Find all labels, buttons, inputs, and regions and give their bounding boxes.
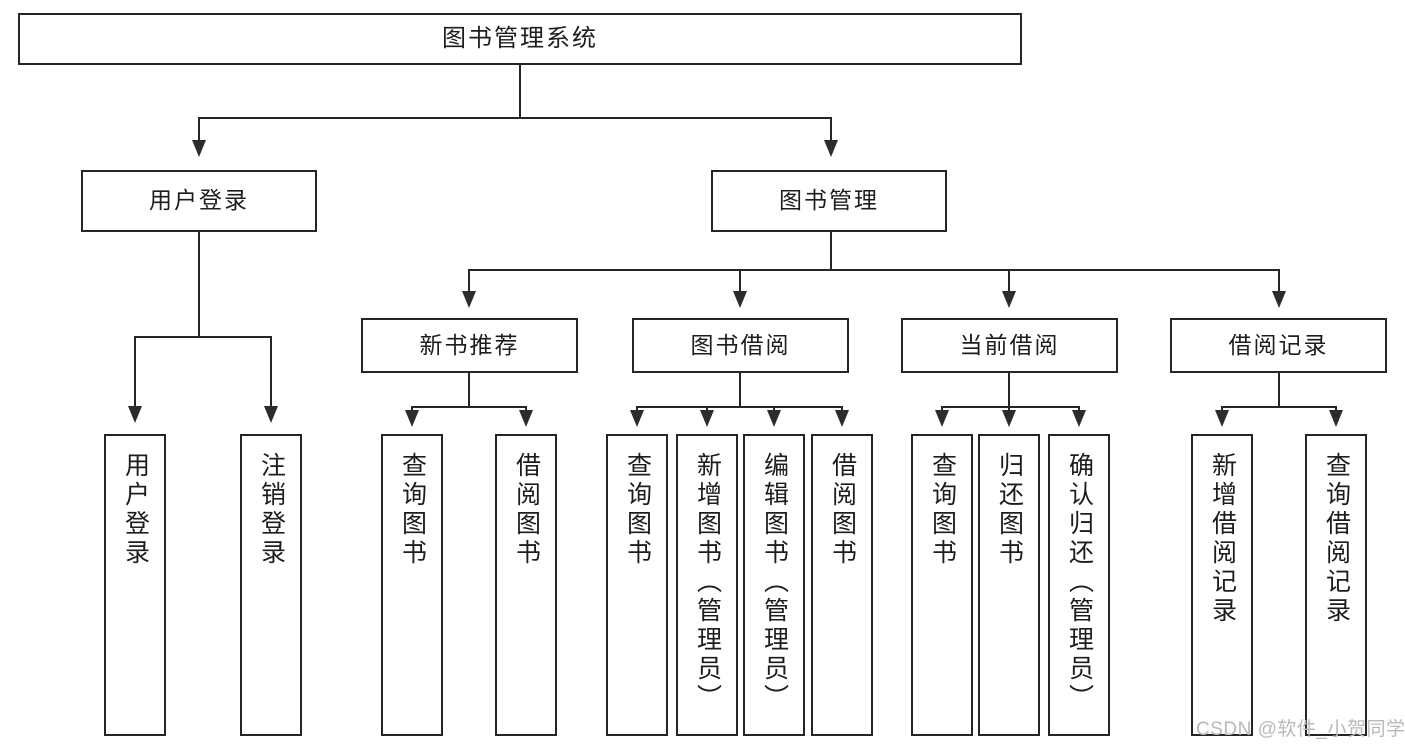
node-book-manage[interactable]: 图书管理	[711, 170, 947, 232]
leaf-query-borrow-record[interactable]: 查询借阅记录	[1305, 434, 1367, 736]
node-label: 查询图书	[398, 452, 427, 568]
node-user-login[interactable]: 用户登录	[81, 170, 317, 232]
edge-book-manage-drop-1	[739, 269, 741, 295]
node-label: 查询借阅记录	[1322, 452, 1351, 626]
edge-book-manage-drop-2	[1008, 269, 1010, 295]
edge-user-login-drop-1	[270, 336, 272, 410]
leaf-add-book-admin[interactable]: 新增图书（管理员）	[676, 434, 738, 736]
leaf-query-book-borrow[interactable]: 查询图书	[606, 434, 668, 736]
node-label: 图书管理	[779, 187, 879, 214]
edge-root-drop-left	[198, 117, 200, 144]
edge-root-drop-right	[830, 117, 832, 144]
arrow-to-leaf-query-book-2	[630, 410, 644, 427]
node-label: 注销登录	[257, 452, 286, 568]
edge-book-manage-drop-3	[1278, 269, 1280, 295]
arrow-to-leaf-confirm-return	[1072, 410, 1086, 427]
arrow-to-leaf-query-record	[1329, 410, 1343, 427]
arrow-to-leaf-borrow-book-1	[519, 410, 533, 427]
arrow-to-leaf-add-record	[1215, 410, 1229, 427]
edge-book-borrow-bus	[636, 406, 843, 408]
arrow-to-current-borrow	[1002, 291, 1016, 308]
node-label: 查询图书	[623, 452, 652, 568]
arrow-to-book-manage	[824, 140, 838, 157]
node-label: 借阅图书	[828, 452, 857, 568]
node-book-borrow[interactable]: 图书借阅	[632, 318, 849, 373]
edge-current-borrow-stem	[1008, 373, 1010, 406]
leaf-add-borrow-record[interactable]: 新增借阅记录	[1191, 434, 1253, 736]
node-label: 确认归还（管理员）	[1065, 452, 1094, 713]
arrow-to-leaf-logout	[264, 406, 278, 423]
leaf-edit-book-admin[interactable]: 编辑图书（管理员）	[743, 434, 805, 736]
node-new-book[interactable]: 新书推荐	[361, 318, 578, 373]
node-label: 图书管理系统	[442, 24, 598, 52]
edge-borrow-record-stem	[1278, 373, 1280, 406]
edge-new-book-stem	[468, 373, 470, 406]
leaf-borrow-book[interactable]: 借阅图书	[811, 434, 873, 736]
node-label: 查询图书	[928, 452, 957, 568]
node-label: 新书推荐	[419, 331, 520, 358]
arrow-to-leaf-query-book-3	[935, 410, 949, 427]
node-borrow-record[interactable]: 借阅记录	[1170, 318, 1387, 373]
leaf-query-book-current[interactable]: 查询图书	[911, 434, 973, 736]
arrow-to-book-borrow	[733, 291, 747, 308]
node-label: 新增图书（管理员）	[693, 452, 722, 713]
node-label: 当前借阅	[959, 331, 1060, 358]
edge-borrow-record-bus	[1221, 406, 1337, 408]
leaf-logout[interactable]: 注销登录	[240, 434, 302, 736]
arrow-to-leaf-user-login	[128, 406, 142, 423]
edge-book-manage-bus	[468, 269, 1280, 271]
node-label: 借阅图书	[512, 452, 541, 568]
edge-book-borrow-stem	[739, 373, 741, 406]
edge-user-login-stem	[198, 232, 200, 336]
arrow-to-leaf-borrow-book-2	[835, 410, 849, 427]
node-label: 编辑图书（管理员）	[760, 452, 789, 713]
leaf-query-book-new[interactable]: 查询图书	[381, 434, 443, 736]
node-label: 图书借阅	[690, 331, 791, 358]
leaf-user-login[interactable]: 用户登录	[104, 434, 166, 736]
edge-user-login-bus	[134, 336, 272, 338]
arrow-to-leaf-return-book	[1002, 410, 1016, 427]
node-label: 归还图书	[995, 452, 1024, 568]
leaf-confirm-return-admin[interactable]: 确认归还（管理员）	[1048, 434, 1110, 736]
leaf-borrow-book-new[interactable]: 借阅图书	[495, 434, 557, 736]
arrow-to-borrow-record	[1272, 291, 1286, 308]
arrow-to-leaf-query-book-1	[405, 410, 419, 427]
leaf-return-book[interactable]: 归还图书	[978, 434, 1040, 736]
edge-current-borrow-bus	[941, 406, 1080, 408]
edge-root-bus	[198, 117, 832, 119]
arrow-to-leaf-edit-book	[767, 410, 781, 427]
arrow-to-new-book	[462, 291, 476, 308]
node-label: 用户登录	[121, 452, 150, 568]
node-label: 借阅记录	[1228, 331, 1329, 358]
arrow-to-user-login	[192, 140, 206, 157]
edge-user-login-drop-0	[134, 336, 136, 410]
node-label: 新增借阅记录	[1208, 452, 1237, 626]
node-current-borrow[interactable]: 当前借阅	[901, 318, 1118, 373]
arrow-to-leaf-add-book	[700, 410, 714, 427]
edge-root-stem	[519, 65, 521, 117]
edge-book-manage-drop-0	[468, 269, 470, 295]
node-label: 用户登录	[149, 187, 249, 214]
edge-new-book-bus	[411, 406, 527, 408]
node-root-system[interactable]: 图书管理系统	[18, 13, 1022, 65]
edge-book-manage-stem	[830, 232, 832, 269]
